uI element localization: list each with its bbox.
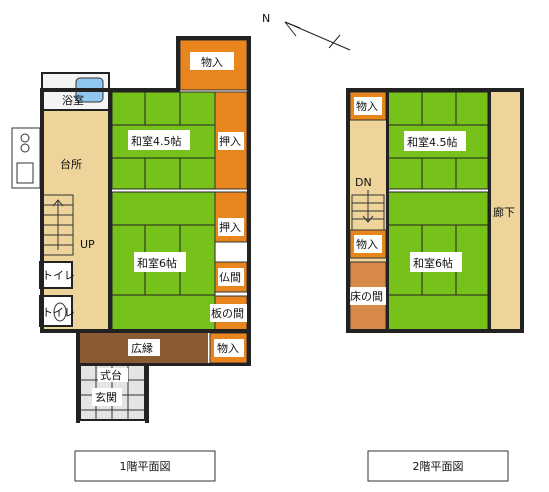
floor2-walls [346, 88, 524, 333]
label-oshiire-b: 押入 [219, 220, 241, 234]
f2-label-closet-b: 物入 [356, 237, 378, 251]
compass-label: N [262, 12, 270, 25]
floor1-walls [40, 36, 251, 423]
floor2-caption: 2階平面図 [413, 459, 464, 473]
floor1-plan: 浴室 台所 UP トイレ トイレ 物入 和室4.5帖 押入 和室6帖 押入 仏間… [11, 36, 251, 423]
staircase-icon [43, 199, 73, 250]
f2-label-washitsu-6: 和室6帖 [413, 256, 453, 270]
label-shikidai: 式台 [100, 368, 122, 382]
toilet-a-room [39, 261, 73, 289]
f2-label-corridor: 廊下 [493, 205, 515, 219]
label-oshiire-a: 押入 [219, 134, 241, 148]
label-toilet-a: トイレ [42, 269, 75, 282]
label-genkan: 玄関 [95, 390, 117, 404]
label-bath: 浴室 [62, 93, 84, 107]
label-itanoma: 板の間 [211, 306, 244, 320]
toilet-icon [53, 302, 67, 322]
f2-label-tokonoma: 床の間 [350, 289, 383, 303]
f2-label-washitsu-45: 和室4.5帖 [407, 135, 458, 149]
label-closet-bottom: 物入 [217, 341, 239, 355]
floor1-caption-box [74, 450, 216, 482]
floor2-plan: 物入 DN 物入 床の間 和室4.5帖 和室6帖 廊下 [346, 88, 524, 333]
label-toilet-b: トイレ [42, 306, 75, 319]
kitchen-counter [11, 127, 41, 189]
label-washitsu-45: 和室4.5帖 [131, 134, 182, 148]
f2-label-dn: DN [355, 176, 372, 189]
label-washitsu-6: 和室6帖 [137, 256, 177, 270]
label-kitchen: 台所 [60, 157, 82, 171]
sink-icon [16, 162, 34, 184]
label-engawa: 広縁 [131, 341, 153, 355]
f2-corridor [490, 92, 520, 330]
floor1-caption: 1階平面図 [120, 459, 171, 473]
north-arrow-icon: N [262, 12, 351, 51]
floor2-caption-box [367, 450, 509, 482]
staircase-down-icon [352, 190, 384, 223]
label-butsuma: 仏間 [219, 271, 241, 284]
label-up: UP [80, 238, 95, 251]
f2-label-closet-a: 物入 [356, 99, 378, 113]
label-closet-top: 物入 [201, 55, 223, 69]
